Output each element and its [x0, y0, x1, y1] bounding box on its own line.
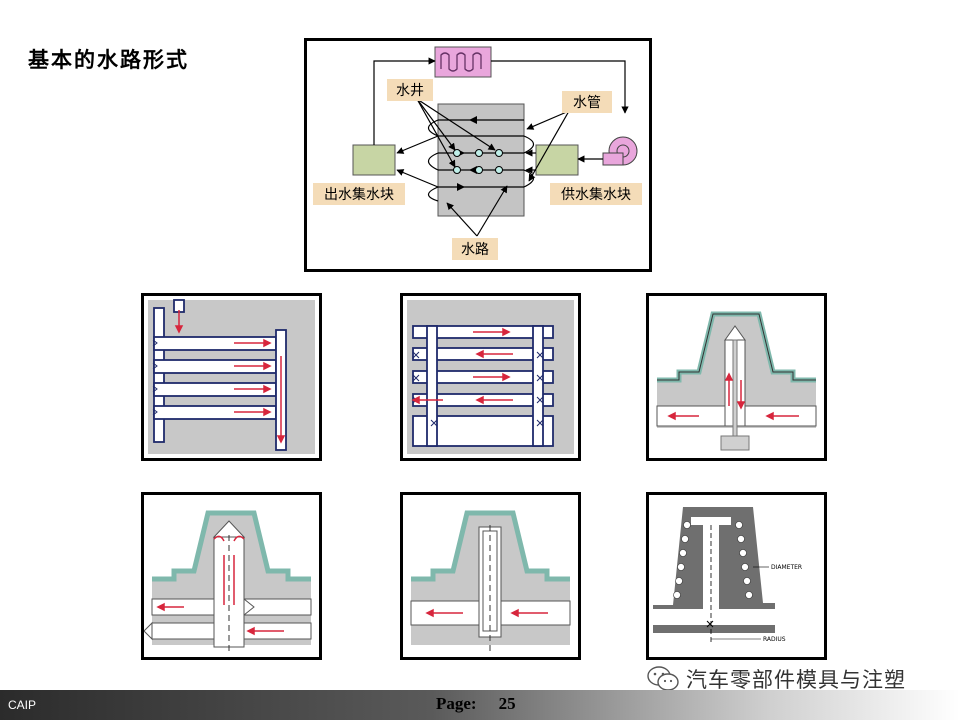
label-inlet-block: 供水集水块 — [550, 183, 642, 205]
outlet-manifold — [352, 144, 396, 176]
svg-text:水管: 水管 — [573, 95, 601, 111]
cooling-baffle-core — [646, 293, 827, 461]
label-water-pipe: 水管 — [562, 91, 612, 113]
label-outlet-block: 出水集水块 — [313, 183, 405, 205]
watermark: 汽车零部件模具与注塑 — [646, 664, 906, 694]
page-title: 基本的水路形式 — [28, 47, 189, 72]
cooling-bubbler — [141, 492, 322, 660]
cooling-circuit-diagram: 水井 水管 出水集水块 供水集水块 水路 — [304, 38, 652, 272]
cooling-layout-comb-right — [141, 293, 322, 461]
heater — [434, 46, 492, 78]
diameter-label: DIAMETER — [771, 564, 802, 571]
wechat-icon — [647, 666, 679, 691]
svg-text:水路: 水路 — [461, 242, 489, 258]
page-number: Page: 25 — [436, 694, 516, 714]
cooling-blade-baffle — [400, 492, 581, 660]
label-water-well: 水井 — [387, 79, 433, 101]
label-channel: 水路 — [452, 238, 498, 260]
footer-bar — [0, 690, 960, 720]
pump — [602, 136, 638, 166]
radius-label: RADIUS — [763, 636, 786, 643]
cooling-layout-comb-bidirectional — [400, 293, 581, 461]
footer-brand: CAIP — [8, 698, 37, 712]
page-label: Page: — [436, 694, 477, 713]
svg-text:水井: 水井 — [396, 83, 424, 99]
water-well-markers — [453, 149, 503, 174]
cooling-spiral-core: DIAMETER RADIUS — [646, 492, 827, 660]
watermark-text: 汽车零部件模具与注塑 — [686, 668, 906, 692]
svg-text:供水集水块: 供水集水块 — [561, 186, 631, 203]
svg-text:出水集水块: 出水集水块 — [324, 186, 394, 203]
page-number-value: 25 — [498, 694, 516, 713]
inlet-manifold — [535, 144, 579, 176]
